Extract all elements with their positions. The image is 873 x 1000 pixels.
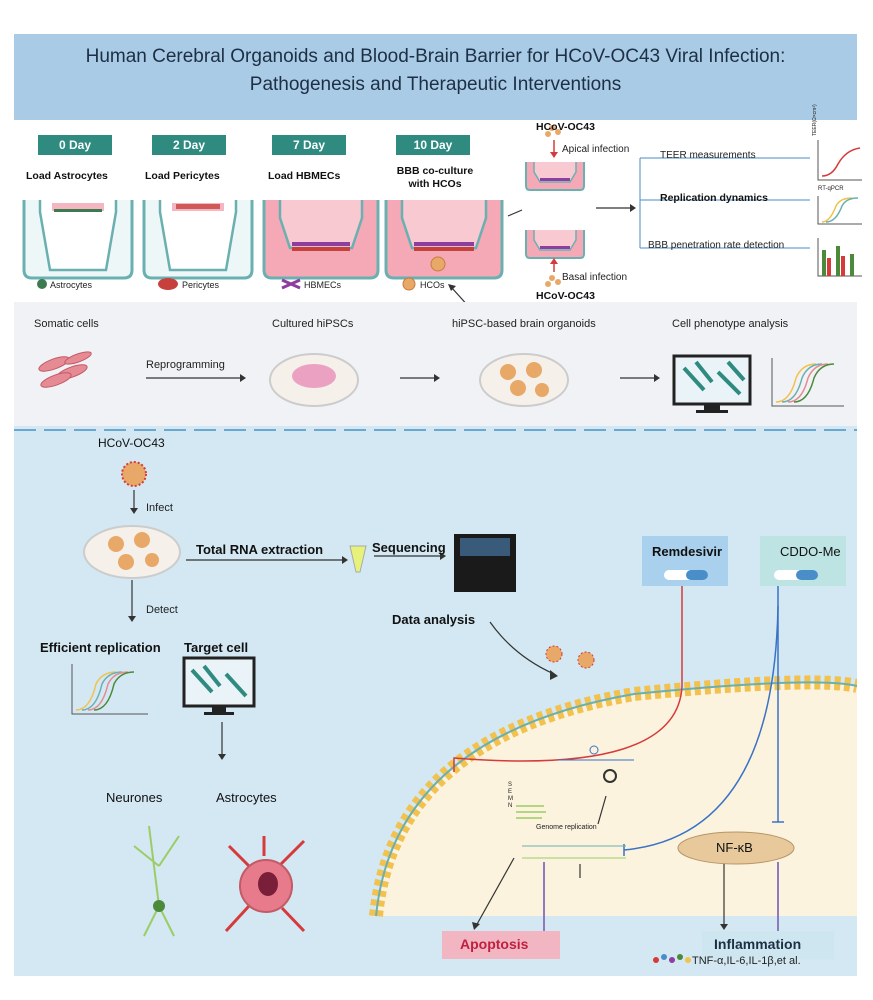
day-tag-2: 2 Day bbox=[152, 135, 226, 155]
virus-label-top: HCoV-OC43 bbox=[536, 121, 595, 133]
label-phenotype: Cell phenotype analysis bbox=[672, 318, 789, 330]
infect-label: Infect bbox=[146, 502, 173, 514]
assay-penetration: BBB penetration rate detection bbox=[648, 240, 785, 251]
day-tag-0: 0 Day bbox=[38, 135, 112, 155]
sequencing-label: Sequencing bbox=[372, 540, 446, 555]
step-coculture: BBB co-culture with HCOs bbox=[396, 165, 474, 190]
bbb-model-diagram bbox=[22, 125, 862, 305]
astrocytes-label: Astrocytes bbox=[216, 790, 277, 805]
organoid-diagram bbox=[38, 351, 844, 413]
label-hcos: HCOs bbox=[420, 280, 445, 290]
somatic-cells-icon bbox=[38, 351, 92, 388]
transwell-4 bbox=[384, 200, 504, 280]
apoptosis-label: Apoptosis bbox=[460, 936, 529, 952]
basal-infection-label: Basal infection bbox=[562, 272, 628, 283]
qpcr-label: RT-qPCR bbox=[818, 186, 844, 192]
penetration-mini-chart bbox=[817, 238, 862, 277]
cddo-capsule bbox=[760, 536, 846, 586]
efficient-replication-label: Efficient replication bbox=[40, 640, 161, 655]
assay-teer: TEER measurements bbox=[660, 150, 756, 161]
transwell-2 bbox=[142, 200, 254, 280]
remdesivir-label: Remdesivir bbox=[652, 544, 723, 559]
remdesivir-capsule bbox=[642, 536, 728, 586]
target-cell-label: Target cell bbox=[184, 640, 249, 655]
transwell-1 bbox=[22, 200, 134, 280]
astrocyte-icon bbox=[224, 836, 306, 933]
transwell-3 bbox=[262, 200, 380, 280]
genome-replication-label: Genome replication bbox=[536, 824, 597, 831]
cytokines-label: TNF-α,IL-6,IL-1β,et al. bbox=[692, 955, 801, 967]
nfkb-label: NF-κB bbox=[716, 840, 753, 855]
assay-replication: Replication dynamics bbox=[660, 192, 768, 204]
label-cultured-hipscs: Cultured hiPSCs bbox=[272, 318, 354, 330]
protein-letters: S E M N bbox=[508, 782, 513, 809]
detect-label: Detect bbox=[146, 604, 178, 616]
step-load-astrocytes: Load Astrocytes bbox=[26, 170, 108, 182]
teer-mini-chart bbox=[817, 140, 862, 181]
label-brain-organoids: hiPSC-based brain organoids bbox=[452, 318, 596, 330]
rna-extraction-label: Total RNA extraction bbox=[196, 542, 324, 557]
step-load-pericytes: Load Pericytes bbox=[145, 170, 220, 182]
virus-label: HCoV-OC43 bbox=[98, 436, 165, 450]
apical-infection-label: Apical infection bbox=[562, 144, 630, 155]
virus-label-bottom: HCoV-OC43 bbox=[536, 290, 595, 302]
label-pericytes: Pericytes bbox=[182, 280, 220, 290]
label-astrocytes: Astrocytes bbox=[50, 280, 93, 290]
title-band: Human Cerebral Organoids and Blood-Brain… bbox=[14, 34, 857, 120]
inflammation-label: Inflammation bbox=[714, 936, 802, 952]
step-load-hbmecs: Load HBMECs bbox=[268, 170, 341, 182]
cddo-me-label: CDDO-Me bbox=[780, 544, 841, 559]
neuron-icon bbox=[133, 825, 180, 937]
neurones-label: Neurones bbox=[106, 790, 163, 805]
day-tag-7: 7 Day bbox=[272, 135, 346, 155]
apical-well bbox=[525, 125, 585, 191]
basal-well bbox=[525, 230, 585, 287]
teer-axis-label: TEER(Ω×cm²) bbox=[812, 104, 818, 136]
label-reprogramming: Reprogramming bbox=[146, 359, 225, 371]
label-somatic-cells: Somatic cells bbox=[34, 318, 99, 330]
infection-diagram bbox=[14, 429, 857, 963]
data-analysis-label: Data analysis bbox=[392, 612, 476, 627]
day-tag-10: 10 Day bbox=[396, 135, 470, 155]
virus-icon bbox=[121, 461, 147, 487]
label-hbmecs: HBMECs bbox=[304, 280, 342, 290]
title-line-1: Human Cerebral Organoids and Blood-Brain… bbox=[85, 46, 786, 67]
qpcr-mini-chart bbox=[817, 196, 862, 225]
title-line-2: Pathogenesis and Therapeutic Interventio… bbox=[249, 74, 622, 95]
